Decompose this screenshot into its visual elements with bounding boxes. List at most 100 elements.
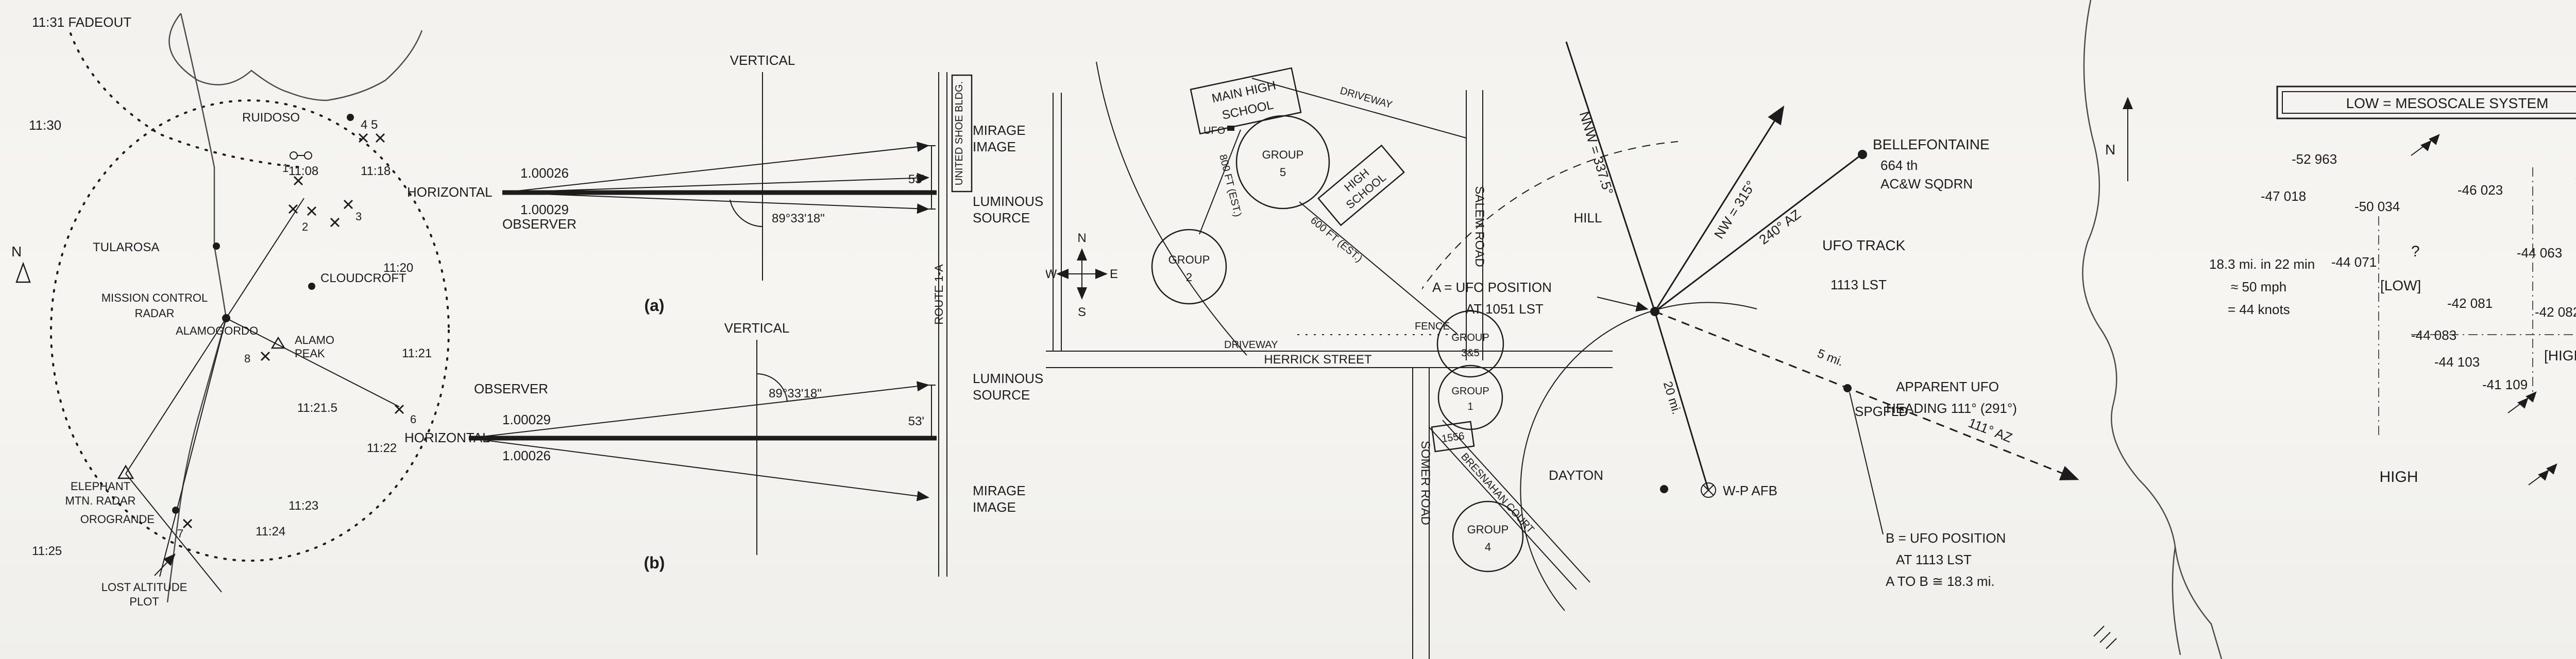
position-a-label-2: AT 1051 LST	[1466, 301, 1544, 317]
compass-w-label: W	[1046, 267, 1057, 281]
sighting-x-marks	[182, 133, 404, 529]
spgfld-label: SPGFLD	[1855, 404, 1908, 419]
main-high-school-building: MAIN HIGH SCHOOL	[1190, 67, 1302, 135]
b-index-bottom: 1.00026	[502, 448, 551, 463]
panel-mirage-diagrams: VERTICAL 1.00026 1.00029 HORIZONTAL OBSE…	[404, 53, 1043, 577]
label-11215: 11:21.5	[297, 401, 337, 415]
nnw-label-group: NNW = 337.5°	[1577, 110, 1617, 197]
witness-group-circles	[1151, 115, 1524, 573]
label-alamogordo: ALAMOGORDO	[176, 324, 258, 337]
route-1a-label: ROUTE 1-A	[933, 264, 945, 325]
a-light-rays	[502, 142, 929, 214]
a-index-top: 1.00026	[520, 165, 569, 181]
group5-label-1: GROUP	[1262, 148, 1304, 161]
fence-label: FENCE	[1415, 321, 1450, 332]
az240-label: 240° AZ	[1756, 206, 1804, 248]
a-horizontal-label: HORIZONTAL	[407, 184, 493, 200]
label-mission-2: RADAR	[134, 307, 174, 320]
group4-label-1: GROUP	[1467, 523, 1509, 536]
wind-barb-icon	[2528, 463, 2557, 485]
dist-600-label: 600 FT (EST.)	[1308, 215, 1364, 265]
high-label: HIGH	[2380, 469, 2418, 485]
route-1a-street: ROUTE 1-A	[933, 72, 947, 577]
town-dots	[117, 114, 354, 514]
group2-label-1: GROUP	[1168, 253, 1210, 266]
radar-bearing-lines	[125, 198, 400, 593]
label-1120: 11:20	[383, 261, 413, 275]
dist-600-label-group: 600 FT (EST.)	[1308, 215, 1364, 265]
question-mark: ?	[2411, 243, 2420, 260]
ufo-label: UFO	[1204, 125, 1225, 136]
diagram-b: VERTICAL OBSERVER 1.00029 1.00026 HORIZO…	[404, 320, 1043, 572]
compass-arrows	[1056, 248, 1108, 300]
b-caption: (b)	[644, 553, 665, 572]
label-fadeout: 11:31 FADEOUT	[32, 14, 131, 30]
compass-rose: N S W E	[1046, 231, 1118, 319]
panel-ufo-track: NNW = 337.5° NW = 315° 240° AZ HILL BELL…	[1422, 41, 2079, 611]
b-source-label-1: LUMINOUS	[973, 371, 1043, 386]
a-source-label-1: LUMINOUS	[973, 194, 1043, 209]
label-1123: 11:23	[289, 499, 318, 513]
label-tularosa: TULAROSA	[93, 240, 159, 254]
somer-road-label: SOMER ROAD	[1418, 441, 1432, 525]
bellefontaine-label: BELLEFONTAINE	[1873, 136, 1990, 152]
position-b-label-3: A TO B ≅ 18.3 mi.	[1886, 574, 1995, 589]
north-label: N	[11, 244, 22, 259]
station-11: -44 103	[2434, 354, 2480, 370]
driveway-top-label-group: DRIVEWAY	[1338, 85, 1393, 111]
united-shoe-building: UNITED SHOE BLDG.	[951, 74, 973, 193]
b-vertical-label: VERTICAL	[724, 320, 790, 336]
wpafb-symbol	[1701, 482, 1716, 498]
heading-label-1: APPARENT UFO	[1896, 379, 1999, 394]
coastline	[2082, 0, 2223, 659]
legend-title: LOW = MESOSCALE SYSTEM	[2346, 95, 2549, 111]
hill-label: HILL	[1574, 210, 1602, 226]
roads	[1046, 61, 1613, 659]
north-label: N	[2105, 142, 2115, 158]
driveway-top-label: DRIVEWAY	[1338, 85, 1393, 111]
mi5-label-group: 5 mi.	[1816, 346, 1845, 369]
wpafb-label: W-P AFB	[1723, 483, 1777, 498]
a-source-label-2: SOURCE	[973, 210, 1030, 226]
panel-street-map: MAIN HIGH SCHOOL UFO HIGH SCHOOL GROUP 5…	[1046, 61, 1613, 659]
a-index-bottom: 1.00029	[520, 202, 569, 217]
legend-box: LOW = MESOSCALE SYSTEM	[2276, 85, 2576, 119]
united-shoe-label: UNITED SHOE BLDG.	[954, 81, 965, 185]
b-light-rays	[468, 381, 929, 501]
label-alamo-1: ALAMO	[295, 334, 334, 346]
herrick-street-label: HERRICK STREET	[1264, 353, 1372, 367]
compass-e-label: E	[1110, 267, 1118, 281]
label-mark-6: 6	[410, 413, 416, 426]
station-4: -50 034	[2354, 199, 2400, 214]
station-1: -52 963	[2292, 151, 2337, 167]
b-observer-label: OBSERVER	[474, 381, 548, 396]
label-1124: 11:24	[256, 525, 285, 539]
station-10: -44 083	[2411, 327, 2456, 343]
label-orogrande: OROGRANDE	[80, 513, 155, 526]
terrain-lines	[166, 13, 423, 603]
range-arc-outer	[1422, 141, 1679, 290]
north-arrow: N	[2105, 97, 2133, 181]
a-caption: (a)	[644, 296, 664, 315]
b-angle-arc	[756, 373, 788, 402]
label-ruidoso: RUIDOSO	[242, 111, 300, 125]
terrain-hatch	[2093, 626, 2117, 649]
north-arrow: N	[11, 244, 31, 283]
label-cloudcroft: CLOUDCROFT	[320, 271, 406, 285]
label-elephant-1: ELEPHANT	[71, 480, 130, 493]
diagram-a: VERTICAL 1.00026 1.00029 HORIZONTAL OBSE…	[407, 53, 1043, 315]
wind-barb-icon	[2507, 391, 2537, 413]
a-mirage-label-2: IMAGE	[973, 139, 1016, 154]
low-system-label: [LOW]	[2380, 278, 2421, 293]
a-height-label: 53'	[908, 172, 924, 186]
label-mark-1: 1	[282, 162, 289, 175]
lst-label: 1113 LST	[1831, 277, 1887, 292]
a-observer-label: OBSERVER	[502, 216, 577, 232]
group4-label-2: 4	[1485, 541, 1491, 553]
nnw-label: NNW = 337.5°	[1577, 110, 1617, 197]
group1-label-2: 1	[1467, 401, 1473, 412]
mi5-label: 5 mi.	[1816, 346, 1845, 369]
b-height-label: 53'	[908, 414, 924, 428]
label-mark-3: 3	[355, 210, 362, 223]
